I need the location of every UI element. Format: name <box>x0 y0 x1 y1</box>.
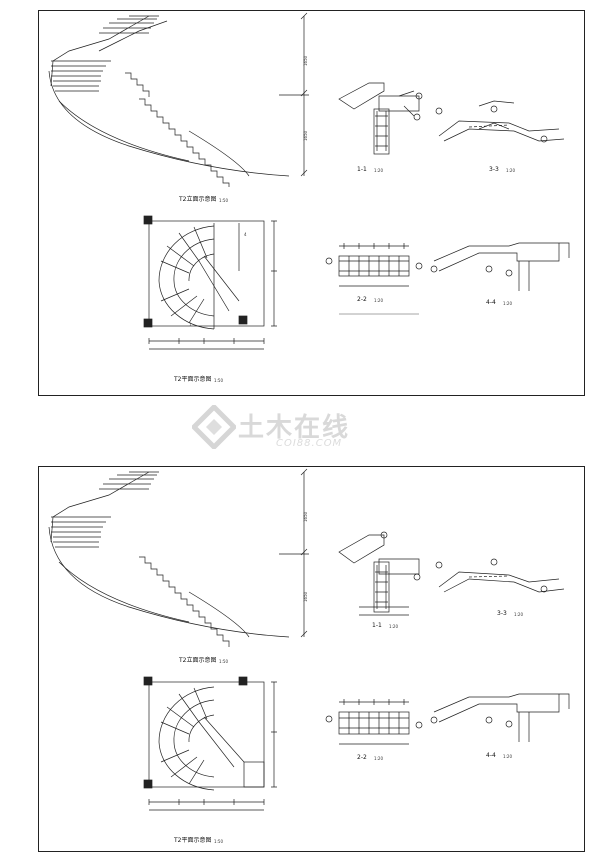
watermark-brand: 土木在线 <box>238 413 351 443</box>
drawing-sheet-bottom: 1650 1650 T2立面示意图 1:50 T2平面示意图 1:5 <box>38 466 585 852</box>
section-3-3-scale: 1:20 <box>506 168 515 173</box>
plan-scale: 1:50 <box>214 378 223 383</box>
sheet-top-drawing: 1650 1650 T2立面示意图 1:50 1 <box>48 12 570 383</box>
svg-text:4: 4 <box>244 232 247 237</box>
elevation-title: T2立面示意图 <box>178 195 216 203</box>
section-2-2-label: 2-2 <box>357 754 367 761</box>
svg-text:1650: 1650 <box>303 130 308 141</box>
section-2-2-scale: 1:20 <box>374 298 383 303</box>
section-3-3-detail: 3-3 1:20 <box>435 558 565 617</box>
elevation-view: 1650 1650 <box>48 468 309 647</box>
section-2-2-detail: 2-2 1:20 <box>325 243 423 315</box>
svg-text:1: 1 <box>189 322 192 327</box>
plan-scale: 1:50 <box>214 839 223 844</box>
section-4-4-detail: 4-4 1:20 <box>430 242 570 306</box>
plan-view <box>143 676 277 811</box>
section-1-1-label: 1-1 <box>357 166 367 173</box>
svg-text:1650: 1650 <box>303 511 308 522</box>
section-1-1-detail: 1-1 1:20 <box>338 531 421 629</box>
watermark-domain: COI88.COM <box>276 438 343 449</box>
section-4-4-label: 4-4 <box>486 752 496 759</box>
section-4-4-detail: 4-4 1:20 <box>430 693 570 759</box>
section-1-1-scale: 1:20 <box>389 624 398 629</box>
elevation-title: T2立面示意图 <box>178 656 216 664</box>
elevation-scale: 1:50 <box>219 659 228 664</box>
section-1-1-scale: 1:20 <box>374 168 383 173</box>
section-3-3-scale: 1:20 <box>514 612 523 617</box>
svg-text:1650: 1650 <box>303 55 308 66</box>
section-4-4-scale: 1:20 <box>503 301 512 306</box>
plan-title: T2平面示意图 <box>173 375 211 383</box>
section-2-2-detail: 2-2 1:20 <box>325 699 423 761</box>
plan-view: 1 4 <box>143 215 277 350</box>
plan-title: T2平面示意图 <box>173 836 211 844</box>
section-4-4-scale: 1:20 <box>503 754 512 759</box>
section-2-2-label: 2-2 <box>357 296 367 303</box>
drawing-sheet-top: 1650 1650 T2立面示意图 1:50 1 <box>38 10 585 396</box>
elevation-scale: 1:50 <box>219 198 228 203</box>
section-3-3-label: 3-3 <box>497 610 507 617</box>
sheet-bottom-drawing: 1650 1650 T2立面示意图 1:50 T2平面示意图 1:5 <box>48 468 570 844</box>
elevation-view: 1650 1650 <box>48 12 309 187</box>
section-1-1-label: 1-1 <box>372 622 382 629</box>
watermark: 土木在线 COI88.COM <box>190 403 382 453</box>
section-2-2-scale: 1:20 <box>374 756 383 761</box>
section-3-3-label: 3-3 <box>489 166 499 173</box>
svg-text:1650: 1650 <box>303 591 308 602</box>
section-1-1-detail: 1-1 1:20 <box>338 82 423 173</box>
section-4-4-label: 4-4 <box>486 299 496 306</box>
watermark-logo-icon <box>190 403 238 451</box>
section-3-3-detail: 3-3 1:20 <box>435 100 565 173</box>
